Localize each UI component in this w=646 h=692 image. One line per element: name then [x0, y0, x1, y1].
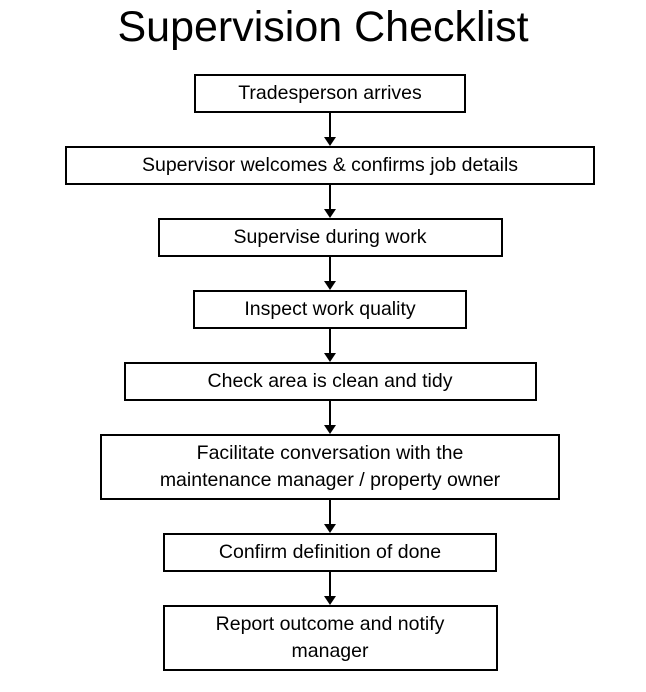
arrow-head — [324, 209, 336, 218]
page-title: Supervision Checklist — [117, 3, 529, 51]
flowchart: Tradesperson arrives Supervisor welcomes… — [14, 74, 646, 671]
step-label: Inspect work quality — [244, 298, 416, 320]
arrow-shaft — [329, 257, 331, 283]
arrow-shaft — [329, 572, 331, 598]
flow-step-confirm-definition-of-done: Confirm definition of done — [163, 533, 497, 572]
arrow-down-icon — [324, 401, 336, 434]
arrow-shaft — [329, 113, 331, 139]
step-label: Confirm definition of done — [218, 541, 442, 563]
step-label: Tradesperson arrives — [238, 82, 422, 104]
step-label: Report outcome and notify — [215, 613, 445, 635]
arrow-shaft — [329, 500, 331, 526]
step-label: maintenance manager / property owner — [159, 469, 501, 491]
flow-step-check-area-clean: Check area is clean and tidy — [123, 362, 537, 401]
arrow-head — [324, 524, 336, 533]
arrow-down-icon — [324, 185, 336, 218]
step-label: Supervisor welcomes & confirms job detai… — [141, 154, 519, 176]
flow-step-supervise-during-work: Supervise during work — [157, 218, 503, 257]
arrow-shaft — [329, 185, 331, 211]
flow-step-report-outcome: Report outcome and notify manager — [162, 605, 498, 671]
flow-step-supervisor-welcomes: Supervisor welcomes & confirms job detai… — [65, 146, 595, 185]
arrow-head — [324, 281, 336, 290]
flow-step-tradesperson-arrives: Tradesperson arrives — [194, 74, 466, 113]
step-label: Facilitate conversation with the — [196, 442, 464, 464]
arrow-down-icon — [324, 329, 336, 362]
arrow-head — [324, 353, 336, 362]
arrow-head — [324, 425, 336, 434]
arrow-head — [324, 137, 336, 146]
step-label: Check area is clean and tidy — [207, 370, 453, 392]
arrow-head — [324, 596, 336, 605]
arrow-down-icon — [324, 572, 336, 605]
step-label: manager — [291, 640, 369, 662]
arrow-down-icon — [324, 257, 336, 290]
flow-step-inspect-work-quality: Inspect work quality — [193, 290, 467, 329]
arrow-down-icon — [324, 500, 336, 533]
arrow-shaft — [329, 401, 331, 427]
step-label: Supervise during work — [233, 226, 427, 248]
arrow-shaft — [329, 329, 331, 355]
arrow-down-icon — [324, 113, 336, 146]
flow-step-facilitate-conversation: Facilitate conversation with the mainten… — [100, 434, 560, 500]
